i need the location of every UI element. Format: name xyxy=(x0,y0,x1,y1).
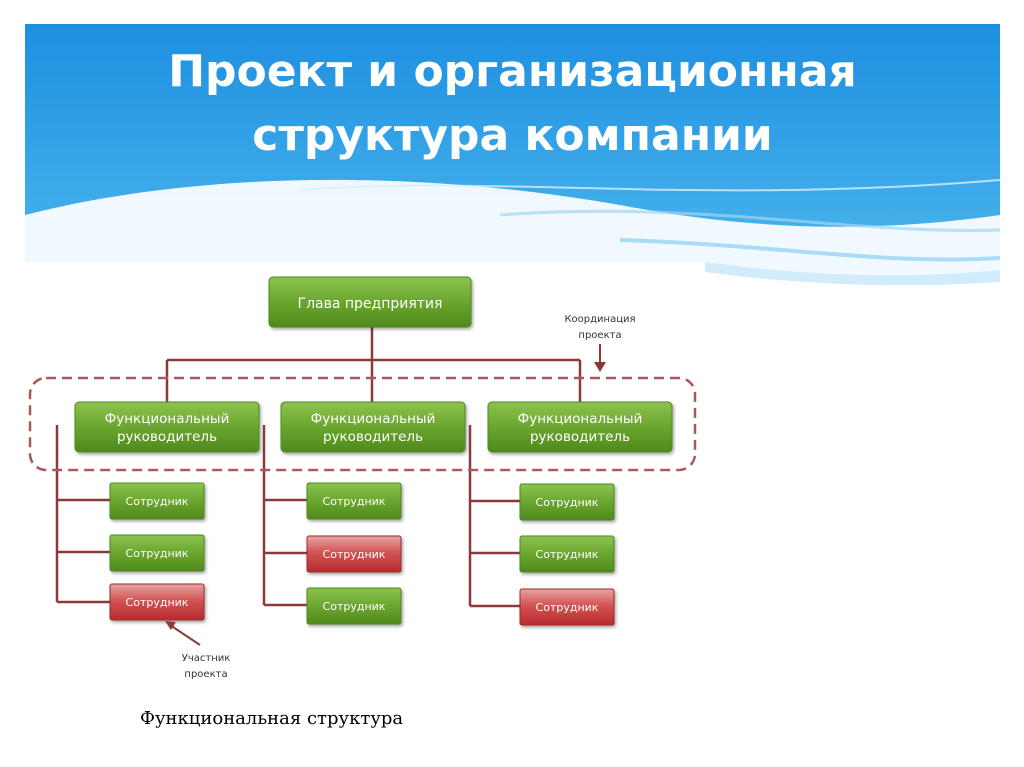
diagram-caption: Функциональная структура xyxy=(140,708,404,729)
slide-title: Проект и организационная структура компа… xyxy=(25,40,1000,168)
employee-box-label: Сотрудник xyxy=(536,548,599,561)
project-participant-box: Сотрудник xyxy=(519,588,615,626)
project-participant-box: Сотрудник xyxy=(306,535,402,573)
participant-label-line-1: Участник xyxy=(182,653,231,664)
manager-box-2: Функциональный руководитель xyxy=(280,401,466,453)
manager-box-label-line-1: Функциональный xyxy=(105,411,230,427)
manager-box-1: Функциональный руководитель xyxy=(74,401,260,453)
employee-box: Сотрудник xyxy=(519,535,615,573)
participant-label-line-2: проекта xyxy=(184,669,227,680)
manager-box-label-line-1: Функциональный xyxy=(518,411,643,427)
employee-box-label: Сотрудник xyxy=(126,596,189,609)
employee-box: Сотрудник xyxy=(306,587,402,625)
participant-label: Участник проекта xyxy=(182,653,231,680)
manager-box-label-line-2: руководитель xyxy=(530,429,630,445)
employee-box: Сотрудник xyxy=(519,483,615,521)
head-box-label: Глава предприятия xyxy=(298,296,443,312)
connector-lines xyxy=(55,327,582,608)
coordination-label-line-1: Координация xyxy=(564,314,635,325)
employee-box-label: Сотрудник xyxy=(323,495,386,508)
employee-box: Сотрудник xyxy=(306,482,402,520)
employee-box-label: Сотрудник xyxy=(323,600,386,613)
header-background xyxy=(25,24,1001,286)
employee-box-label: Сотрудник xyxy=(126,495,189,508)
employee-box-label: Сотрудник xyxy=(323,548,386,561)
employee-box: Сотрудник xyxy=(109,482,205,520)
employee-box-label: Сотрудник xyxy=(126,547,189,560)
coordination-dashed-frame xyxy=(28,376,697,472)
coordination-arrow xyxy=(594,344,606,372)
manager-box-label-line-1: Функциональный xyxy=(311,411,436,427)
manager-box-label-line-2: руководитель xyxy=(117,429,217,445)
coordination-label-line-2: проекта xyxy=(578,330,621,341)
slide-title-line-1: Проект и организационная xyxy=(168,46,857,97)
manager-box-3: Функциональный руководитель xyxy=(487,401,673,453)
employee-box-label: Сотрудник xyxy=(536,601,599,614)
participant-arrow xyxy=(165,621,201,646)
head-box: Глава предприятия xyxy=(268,276,472,328)
employee-box: Сотрудник xyxy=(109,534,205,572)
project-participant-box: Сотрудник xyxy=(109,583,205,621)
coordination-label: Координация проекта xyxy=(564,314,635,341)
managers-row: ФункциональныйруководительФункциональный… xyxy=(74,401,673,453)
header-banner: Проект и организационная структура компа… xyxy=(0,0,1024,290)
manager-box-label-line-2: руководитель xyxy=(323,429,423,445)
employee-box-label: Сотрудник xyxy=(536,496,599,509)
slide-title-line-2: структура компании xyxy=(252,110,773,161)
employees-grid: СотрудникСотрудникСотрудникСотрудникСотр… xyxy=(109,482,615,626)
